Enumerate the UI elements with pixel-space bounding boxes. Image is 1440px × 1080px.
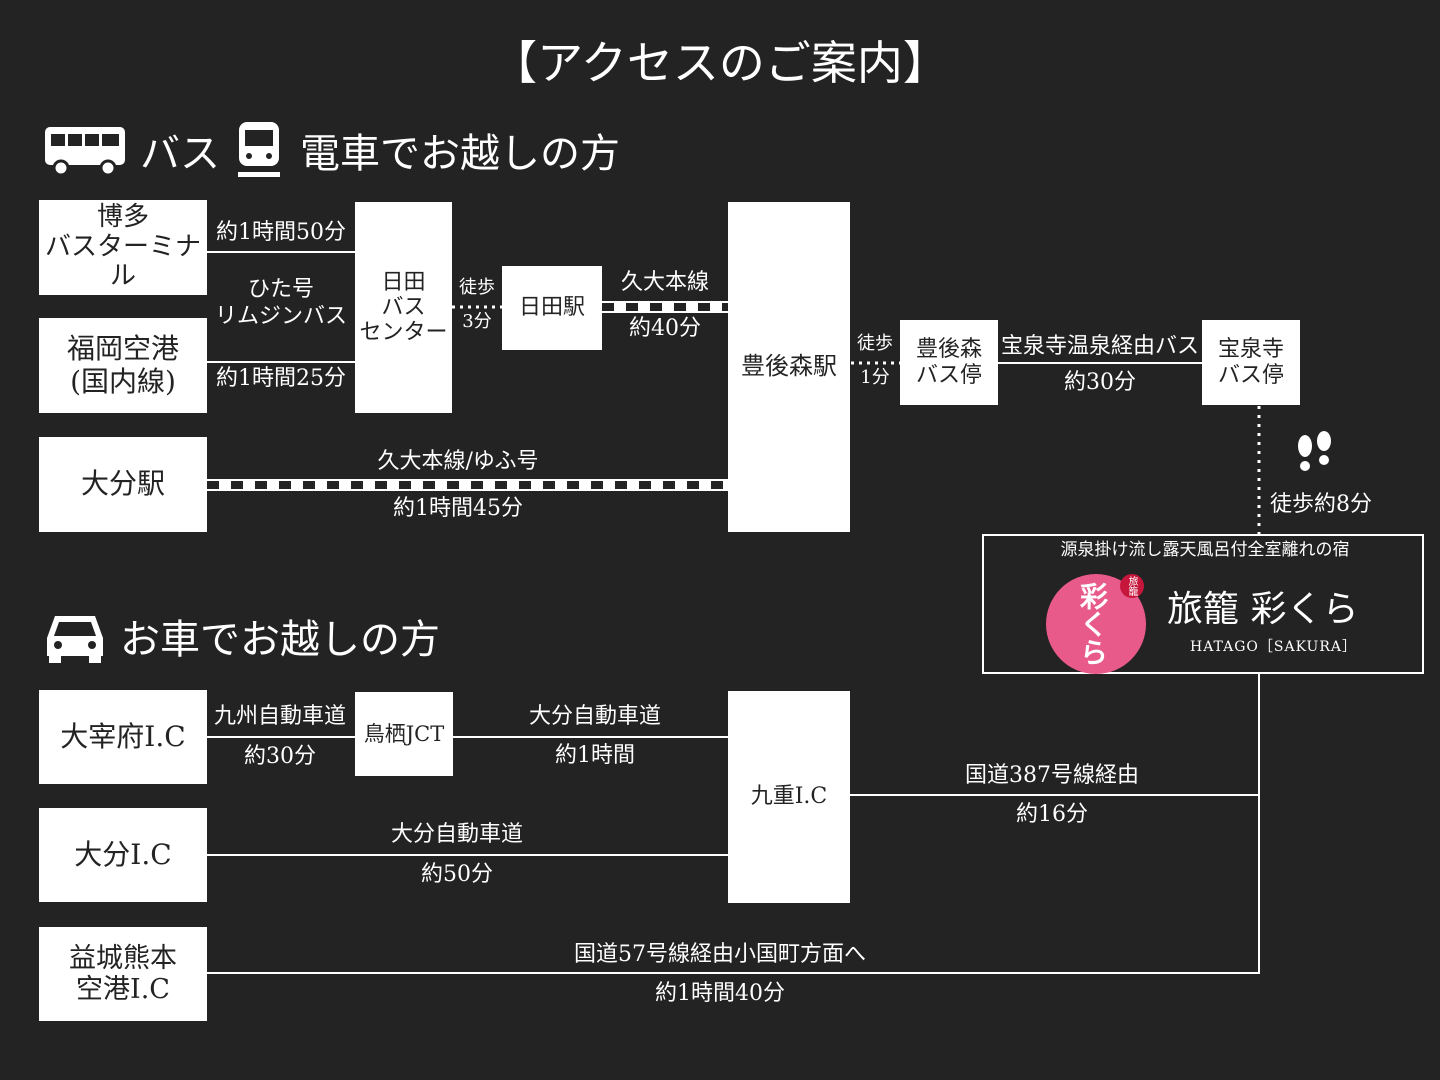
section-bus-label: バス <box>140 131 220 177</box>
node-hita-bus-center: 日田バスセンター <box>355 202 452 413</box>
edge-walk1-label: 徒歩 <box>459 277 495 298</box>
section-train-label: 電車でお越しの方 <box>300 131 620 177</box>
inn-name-en: HATAGO［SAKURA］ <box>1190 639 1358 655</box>
node-mashiki-ic: 益城熊本空港I.C <box>39 927 207 1021</box>
edge-kyudai-time: 約40分 <box>629 316 701 341</box>
edge-oita-exp: 大分自動車道 <box>528 704 662 729</box>
node-hosenji-bus-stop: 宝泉寺バス停 <box>1202 320 1300 405</box>
node-hitabc-line2: バス <box>381 294 426 320</box>
inn-logo-stamp: 旅籠 <box>1126 576 1137 596</box>
node-hsbs-line2: バス停 <box>1217 362 1284 388</box>
node-airport-line1: 福岡空港 <box>66 332 179 366</box>
node-hitabc-line3: センター <box>359 320 448 346</box>
node-bungomori-station: 豊後森駅 <box>728 202 850 532</box>
node-oita-ic: 大分I.C <box>39 808 207 902</box>
edge-walk2-label: 徒歩 <box>857 333 893 354</box>
edge-oita-ic-exp: 大分自動車道 <box>390 822 524 847</box>
node-airport-line2: (国内線) <box>70 364 176 398</box>
inn-box: 源泉掛け流し露天風呂付全室離れの宿 旅籠 彩くら 旅籠 彩くら HATAGO［S… <box>982 534 1424 674</box>
edge-limousine-line1: ひた号 <box>247 277 315 302</box>
node-bungomori-bus-stop: 豊後森バス停 <box>900 320 998 405</box>
node-fukuoka-airport: 福岡空港(国内線) <box>39 318 207 413</box>
edge-kyudai-line: 久大本線 <box>620 270 710 295</box>
inn-name: 旅籠 彩くら <box>1167 589 1359 630</box>
edge-hosenji-time: 約30分 <box>1064 370 1136 395</box>
node-mashiki-line2: 空港I.C <box>76 974 170 1005</box>
edge-route57: 国道57号線経由小国町方面へ <box>574 942 866 967</box>
edge-route387: 国道387号線経由 <box>965 763 1139 788</box>
train-icon <box>236 120 282 178</box>
section-car-label: お車でお越しの方 <box>120 617 440 663</box>
edge-airport-time: 約1時間25分 <box>216 366 346 391</box>
edge-route387-time: 約16分 <box>1016 802 1088 827</box>
edge-oita-exp-time: 約1時間 <box>555 743 635 768</box>
bus-icon <box>44 126 126 177</box>
node-mashiki-line1: 益城熊本 <box>69 942 177 974</box>
edge-route57-time: 約1時間40分 <box>655 981 785 1006</box>
edge-walk-final: 徒歩約8分 <box>1270 492 1372 517</box>
edge-oita-line: 久大本線/ゆふ号 <box>377 449 539 474</box>
node-oita-station: 大分駅 <box>39 437 207 532</box>
edge-oita-time: 約1時間45分 <box>393 496 523 521</box>
node-hsbs-line1: 宝泉寺 <box>1217 337 1284 363</box>
node-dazaifu-ic: 大宰府I.C <box>39 690 207 784</box>
edge-hosenji-bus: 宝泉寺温泉経由バス <box>1000 334 1200 359</box>
footprints-icon <box>1294 430 1336 474</box>
node-tosu-jct: 鳥栖JCT <box>355 692 453 776</box>
edge-limousine-line2: リムジンバス <box>214 304 348 329</box>
node-bmbs-line2: バス停 <box>915 362 982 388</box>
node-bmbs-line1: 豊後森 <box>915 337 982 363</box>
node-hakata-line1: 博多 <box>96 201 149 232</box>
edge-kyushu-time: 約30分 <box>244 744 316 769</box>
edge-walk1-time: 3分 <box>462 311 492 332</box>
edge-kyushu-exp: 九州自動車道 <box>213 704 347 729</box>
inn-logo: 旅籠 彩くら <box>1044 568 1152 676</box>
edge-hakata-time: 約1時間50分 <box>216 220 346 245</box>
page-title: 【アクセスのご案内】 <box>491 36 949 90</box>
edge-oita-ic-time: 約50分 <box>421 862 493 887</box>
node-kokonoe-ic: 九重I.C <box>728 691 850 903</box>
node-hitabc-line1: 日田 <box>381 269 426 295</box>
node-hakata-line2: バスターミナル <box>44 231 201 292</box>
car-icon <box>45 612 105 664</box>
node-hita-station: 日田駅 <box>502 266 602 350</box>
inn-tagline: 源泉掛け流し露天風呂付全室離れの宿 <box>1060 540 1350 560</box>
node-hakata-bus-terminal: 博多バスターミナル <box>39 200 207 295</box>
inn-logo-text: 彩くら <box>1076 582 1109 666</box>
edge-walk2-time: 1分 <box>860 367 890 388</box>
